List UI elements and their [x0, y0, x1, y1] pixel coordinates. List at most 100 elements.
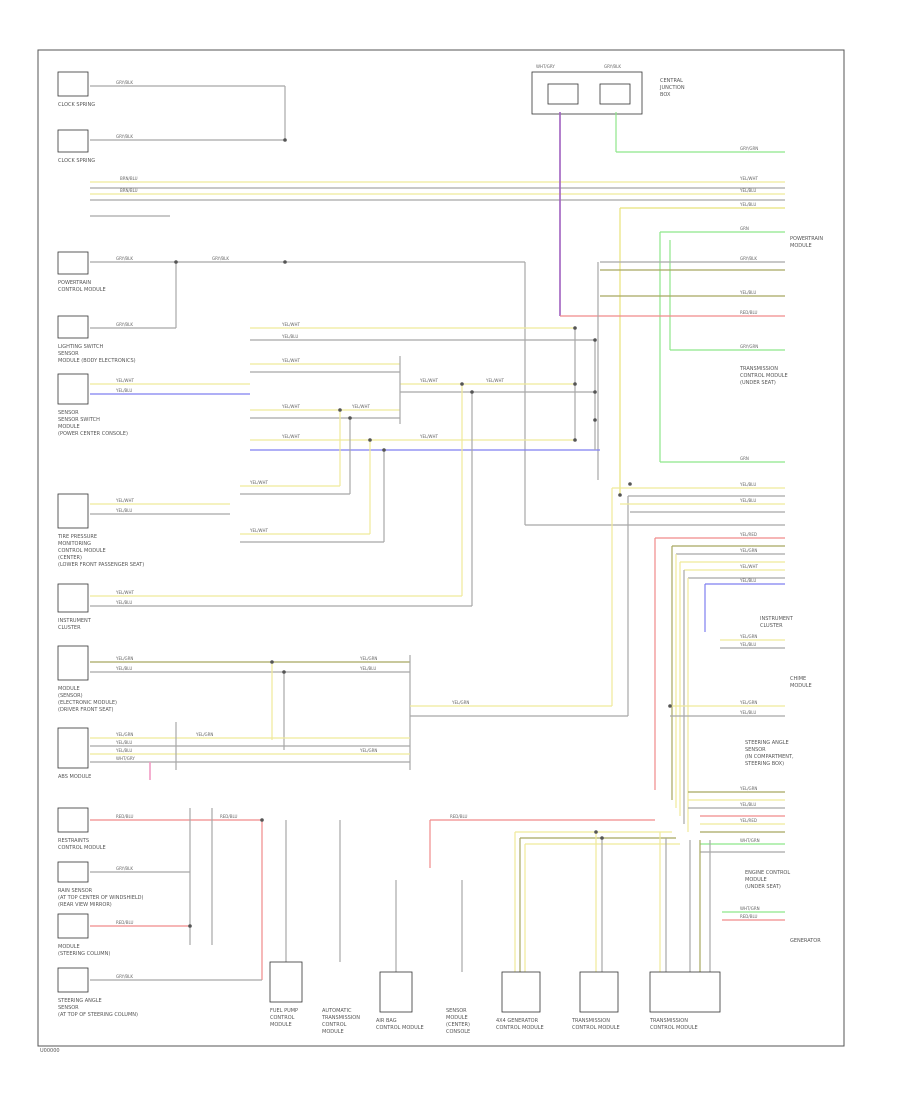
label-c5-2: MODULE — [58, 424, 80, 430]
wire-label: GRY/BLK — [116, 80, 133, 85]
right-label-r2-1: MODULE — [790, 243, 812, 249]
splice-dot — [593, 418, 597, 422]
wire-label: YEL/BLU — [115, 666, 132, 671]
splice-dot — [593, 338, 597, 342]
right-label-r1-1: JUNCTION — [659, 85, 685, 91]
label-c2-0: CLOCK SPRING — [58, 158, 95, 164]
splice-dot — [348, 416, 352, 420]
label-c13-0: STEERING ANGLE — [58, 998, 102, 1004]
bottom-label-b5-0: 4X4 GENERATOR — [496, 1018, 539, 1024]
right-label-r7-0: ENGINE CONTROL — [745, 870, 790, 876]
wire-label: YEL/BLU — [739, 578, 756, 583]
component-box-b5 — [501, 971, 541, 1013]
label-c6-1: MONITORING — [58, 541, 91, 547]
splice-dot — [668, 704, 672, 708]
wire-label: YEL/GRN — [739, 548, 757, 553]
right-label-r3-2: (UNDER SEAT) — [740, 380, 776, 386]
bottom-label-b7-0: TRANSMISSION — [649, 1018, 688, 1024]
label-c6-3: (CENTER) — [58, 555, 82, 561]
component-box-b3 — [379, 971, 413, 1013]
wire-label: YEL/BLU — [115, 740, 132, 745]
diagram-frame — [37, 49, 845, 1047]
label-c10-1: CONTROL MODULE — [58, 845, 106, 851]
splice-dot — [470, 390, 474, 394]
right-labels: POWERTRAIN MODULE TRANSMISSION CONTROL M… — [739, 236, 823, 944]
label-c7-1: CLUSTER — [58, 625, 81, 631]
wire-label: WHT/GRN — [740, 906, 760, 911]
label-c4-1: SENSOR — [58, 351, 79, 357]
wire-label: YEL/RED — [739, 532, 757, 537]
splice-dot — [573, 326, 577, 330]
component-box-c10 — [57, 807, 89, 833]
component-box-c8 — [57, 645, 89, 681]
wire-label: YEL/WHT — [281, 434, 301, 439]
label-c13-2: (AT TOP OF STEERING COLUMN) — [58, 1012, 138, 1018]
wire-label: YEL/BLU — [281, 334, 298, 339]
wire-label: GRY/BLK — [116, 866, 133, 871]
right-label-r6-0: STEERING ANGLE — [745, 740, 789, 746]
wire-label: YEL/BLU — [739, 710, 756, 715]
wire-label: YEL/RED — [739, 818, 757, 823]
wire-label: WHT/GRY — [116, 756, 135, 761]
splice-dot — [282, 670, 286, 674]
right-label-r6-2: (IN COMPARTMENT, — [745, 754, 794, 760]
bottom-label-b2-0: AUTOMATIC — [322, 1008, 352, 1014]
wire-label: YEL/BLU — [739, 482, 756, 487]
fuse-b — [599, 83, 631, 105]
component-box-c3 — [57, 251, 89, 275]
wire-label: YEL/WHT — [115, 498, 135, 503]
wire-label: RED/BLU — [116, 920, 134, 925]
label-c8-3: (DRIVER FRONT SEAT) — [58, 707, 113, 713]
right-label-r3-1: CONTROL MODULE — [740, 373, 788, 379]
label-c8-1: (SENSOR) — [58, 693, 83, 699]
splice-dot — [600, 836, 604, 840]
component-box-c1 — [57, 71, 89, 97]
bottom-label-b4-0: SENSOR — [446, 1008, 467, 1014]
label-c12-0: MODULE — [58, 944, 80, 950]
bottom-label-b5-1: CONTROL MODULE — [496, 1025, 544, 1031]
wire-label: YEL/BLU — [115, 600, 132, 605]
splice-dot — [270, 660, 274, 664]
wire-label: YEL/GRN — [115, 656, 133, 661]
wire-label: YEL/BLU — [739, 290, 756, 295]
wire-label: BRN/BLU — [120, 176, 138, 181]
label-c6-2: CONTROL MODULE — [58, 548, 106, 554]
wire-label: YEL/WHT — [115, 590, 135, 595]
bottom-label-b4-1: MODULE — [446, 1015, 468, 1021]
wire-label: WHT/GRN — [740, 838, 760, 843]
wire-label: YEL/WHT — [739, 176, 759, 181]
bottom-label-b7-1: CONTROL MODULE — [650, 1025, 698, 1031]
component-box-c7 — [57, 583, 89, 613]
left-component-labels: CLOCK SPRING CLOCK SPRING POWERTRAIN CON… — [57, 102, 144, 1018]
wire-label: YEL/BLU — [115, 748, 132, 753]
bottom-label-b2-2: CONTROL — [322, 1022, 347, 1028]
bottom-components: FUEL PUMP CONTROL MODULE AUTOMATIC TRANS… — [269, 961, 721, 1035]
wire-label: YEL/WHT — [281, 322, 301, 327]
wire-label: YEL/BLU — [739, 802, 756, 807]
label-c10-0: RESTRAINTS — [58, 838, 89, 844]
right-label-r5-1: MODULE — [790, 683, 812, 689]
top-fuse-box: WHT/GRY GRY/BLK CENTRAL JUNCTION BOX — [531, 64, 685, 115]
component-box-c11 — [57, 861, 89, 883]
wire-label: YEL/BLU — [739, 188, 756, 193]
wire-labels: GRY/BLK GRY/BLK BRN/BLU BRN/BLU GRY/BLK … — [115, 80, 760, 979]
bottom-label-b3-1: CONTROL MODULE — [376, 1025, 424, 1031]
label-c3-0: POWERTRAIN — [58, 280, 91, 286]
left-components — [57, 71, 89, 993]
label-c4-2: MODULE (BODY ELECTRONICS) — [58, 358, 136, 364]
label-c7-0: INSTRUMENT — [58, 618, 92, 624]
label-c5-3: (POWER CENTER CONSOLE) — [58, 431, 128, 437]
bottom-label-b2-1: TRANSMISSION — [321, 1015, 360, 1021]
wires — [90, 85, 785, 981]
wire-label: GRY/BLK — [116, 322, 133, 327]
wire-label: YEL/BLU — [739, 498, 756, 503]
right-label-r1-0: CENTRAL — [660, 78, 683, 84]
fuse-label-a: WHT/GRY — [536, 64, 555, 69]
right-label-r4-1: CLUSTER — [760, 623, 783, 629]
right-label-r7-1: MODULE — [745, 877, 767, 883]
splice-dot — [283, 138, 287, 142]
wire-label: GRY/GRN — [740, 344, 758, 349]
right-label-r2-0: POWERTRAIN — [790, 236, 823, 242]
component-box-c9 — [57, 727, 89, 769]
